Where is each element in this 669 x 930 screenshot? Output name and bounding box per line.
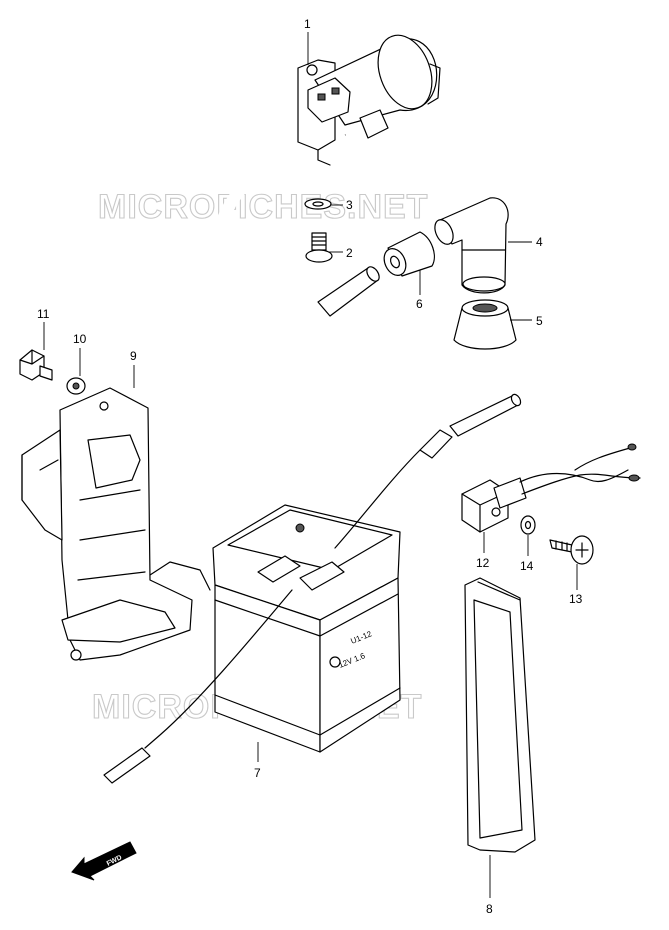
washer-14	[520, 515, 536, 535]
part-label-3: 3	[346, 198, 353, 212]
watermark-top: MICROFICHES.NET	[98, 188, 428, 226]
part-label-14: 14	[520, 559, 534, 573]
part-label-2: 2	[346, 246, 353, 260]
battery-band	[464, 577, 536, 853]
bolt-11	[19, 349, 53, 381]
plug-cap-cover	[453, 299, 517, 350]
part-label-12: 12	[476, 556, 490, 570]
part-label-10: 10	[73, 332, 87, 346]
part-label-6: 6	[416, 297, 423, 311]
part-label-11: 11	[37, 307, 50, 321]
bolt-2	[305, 232, 333, 263]
ignition-coil	[207, 34, 441, 350]
battery-leads	[103, 393, 522, 784]
part-label-1: 1	[304, 17, 311, 31]
spark-plug-cap	[434, 197, 509, 294]
part-label-13: 13	[569, 592, 583, 606]
part-label-4: 4	[536, 235, 543, 249]
cable-seal	[383, 231, 435, 277]
part-label-9: 9	[130, 349, 137, 363]
part-labels: 1 2 3 4 5 6 7 8 9 10 11 12 13 14	[37, 17, 583, 916]
part-label-8: 8	[486, 902, 493, 916]
part-label-5: 5	[536, 314, 543, 328]
relay	[461, 443, 641, 533]
washer-10	[66, 377, 86, 395]
battery: U1-12 12V 1.6	[212, 504, 401, 753]
washer-3	[304, 198, 332, 210]
part-label-7: 7	[254, 766, 261, 780]
fwd-direction-arrow: FWD	[71, 841, 137, 881]
battery-bracket	[21, 387, 211, 661]
screw-13	[549, 535, 594, 565]
leader-lines	[43, 32, 578, 898]
